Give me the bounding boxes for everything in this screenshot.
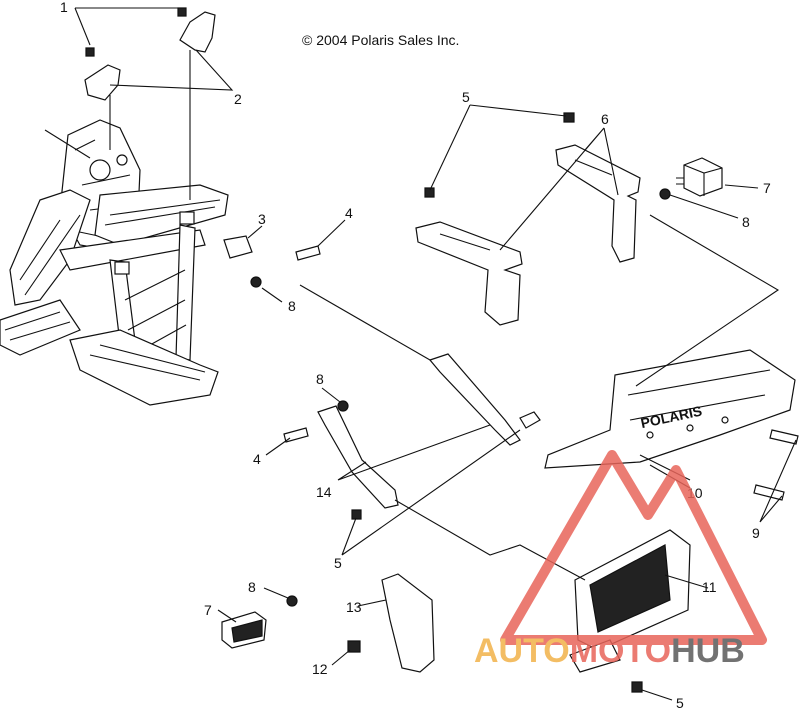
callout-2: 2 — [234, 91, 242, 107]
callout-8-c: 8 — [742, 214, 750, 230]
callout-8-b: 8 — [316, 371, 324, 387]
callout-8-a: 8 — [288, 298, 296, 314]
frame-assembly — [0, 119, 229, 406]
callout-12: 12 — [312, 661, 328, 677]
callout-4-upper: 4 — [345, 205, 353, 221]
callout-3: 3 — [258, 211, 266, 227]
callout-numbers: 1 2 3 4 4 5 5 5 6 7 7 8 8 8 8 9 10 11 12… — [60, 0, 771, 710]
callout-11: 11 — [702, 579, 717, 595]
watermark-mountain-icon — [500, 450, 767, 645]
bracket-14 — [317, 353, 541, 509]
bolt-4 — [283, 245, 321, 443]
front-shield-10: POLARIS — [544, 349, 796, 469]
callout-5-bottom: 5 — [676, 695, 684, 710]
callout-5-middle: 5 — [334, 555, 342, 571]
bolt-9 — [753, 429, 799, 501]
nut-8 — [250, 188, 671, 607]
callout-1: 1 — [60, 0, 68, 15]
callout-13: 13 — [346, 599, 362, 615]
block-3 — [223, 235, 253, 259]
callout-7-lower: 7 — [204, 602, 212, 618]
screw-12 — [347, 640, 361, 653]
watermark-text: AUTOMOTOHUB — [474, 632, 745, 670]
watermark-moto: MOTO — [570, 632, 671, 670]
bracket-6 — [415, 144, 641, 326]
module-7 — [676, 157, 723, 197]
callout-14: 14 — [316, 484, 332, 500]
callout-4-lower: 4 — [253, 451, 261, 467]
grille-11 — [569, 529, 691, 673]
callout-5-top: 5 — [462, 89, 470, 105]
watermark-auto: AUTO — [474, 632, 570, 670]
watermark: AUTOMOTOHUB — [474, 450, 767, 670]
callout-9: 9 — [752, 525, 760, 541]
watermark-hub: HUB — [671, 632, 745, 670]
copyright-text: © 2004 Polaris Sales Inc. — [302, 32, 459, 48]
bolt-1 — [85, 7, 187, 57]
callout-7-upper: 7 — [763, 180, 771, 196]
bracket-13 — [381, 573, 435, 673]
callout-6: 6 — [601, 111, 609, 127]
callout-8-d: 8 — [248, 579, 256, 595]
lamp-7 — [221, 611, 267, 649]
